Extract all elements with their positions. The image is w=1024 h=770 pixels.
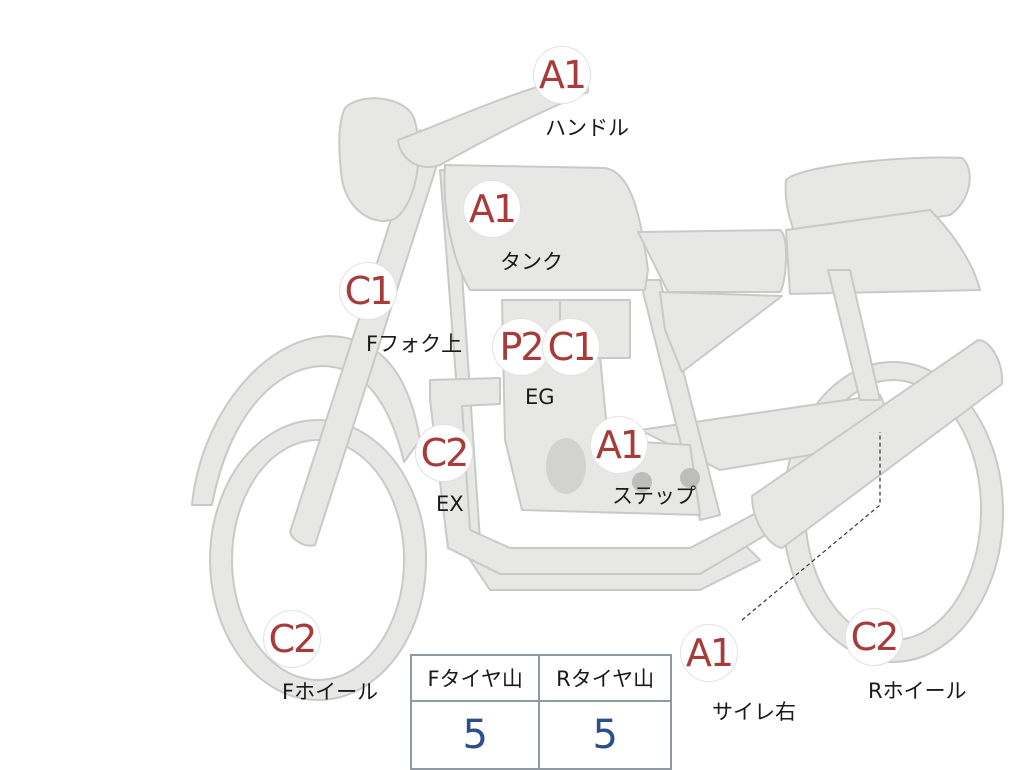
front-wheel-code-badge: C2: [263, 610, 321, 668]
engine-c1-code-badge: C1: [542, 318, 600, 376]
tank-code-badge: A1: [463, 180, 521, 238]
exhaust-label: EX: [436, 492, 464, 516]
front-tread-header: Fタイヤ山: [409, 654, 541, 702]
handle-code-badge: A1: [533, 46, 591, 104]
exhaust-code-badge: C2: [415, 424, 473, 482]
engine-p2-code-badge: P2: [492, 318, 550, 376]
muffler-right-code-badge: A1: [680, 624, 738, 682]
step-code-badge: A1: [590, 416, 648, 474]
front-wheel-shape: [209, 419, 427, 701]
handlebar-shape: [397, 75, 590, 168]
front-tread-value: 5: [409, 700, 541, 770]
frame-rear-tube: [639, 279, 721, 521]
muffler-shape: [751, 339, 1004, 549]
headlight-shape: [338, 97, 420, 222]
handle-label: ハンドル: [545, 116, 629, 140]
step-peg-1: [632, 472, 652, 492]
rear-tread-value: 5: [538, 700, 672, 770]
fork-upper-label: Fフォク上: [366, 332, 463, 356]
tank-label: タンク: [500, 250, 563, 274]
engine-cover-shade: [546, 438, 586, 494]
rear-wheel-code-badge: C2: [845, 608, 903, 666]
rear-wheel-label: Rホイール: [868, 679, 967, 703]
exhaust-pipe-shape: [429, 377, 775, 575]
rear-strut-shape: [827, 269, 881, 401]
muffler-leader-line: [741, 432, 881, 621]
side-cover-shape: [659, 291, 783, 373]
step-label: ステップ: [612, 484, 696, 508]
tire-tread-table: Fタイヤ山 Rタイヤ山 5 5: [409, 654, 672, 770]
step-peg-2: [680, 468, 700, 488]
seat-front-shape: [637, 229, 788, 293]
front-wheel-label: Fホイール: [282, 680, 379, 704]
front-fork-shape: [289, 129, 446, 547]
rear-tread-header: Rタイヤ山: [538, 654, 672, 702]
fork-upper-code-badge: C1: [339, 262, 397, 320]
engine-label: EG: [525, 385, 555, 409]
muffler-right-label: サイレ右: [712, 700, 796, 724]
